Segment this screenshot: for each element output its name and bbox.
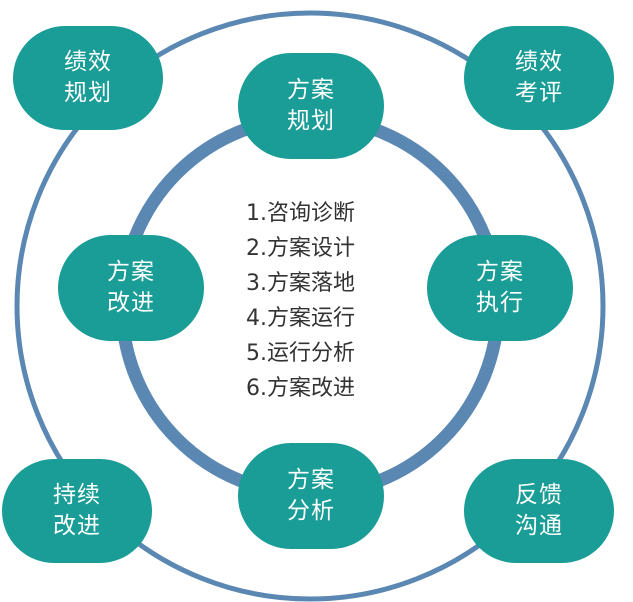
- node-top-right: 绩效 考评: [464, 26, 614, 130]
- node-inner-right-line2: 执行: [476, 290, 524, 316]
- node-inner-right: 方案 执行: [427, 235, 573, 341]
- node-inner-left-line2: 改进: [107, 290, 155, 316]
- node-inner-left-line1: 方案: [107, 259, 155, 285]
- node-top-left-line1: 绩效: [64, 49, 112, 75]
- step-item: 5.运行分析: [246, 341, 355, 366]
- node-bottom-right: 反馈 沟通: [464, 459, 614, 563]
- node-top-right-line2: 考评: [515, 80, 563, 106]
- node-inner-bottom-line1: 方案: [287, 467, 335, 493]
- node-inner-top-line1: 方案: [287, 77, 335, 103]
- step-item: 4.方案运行: [246, 306, 355, 331]
- step-item: 3.方案落地: [246, 271, 355, 296]
- node-top-right-line1: 绩效: [515, 49, 563, 75]
- node-inner-top: 方案 规划: [238, 53, 384, 159]
- node-inner-bottom: 方案 分析: [238, 443, 384, 549]
- node-top-left: 绩效 规划: [13, 26, 163, 130]
- node-bottom-right-line2: 沟通: [515, 513, 563, 539]
- node-inner-bottom-line2: 分析: [287, 498, 335, 524]
- step-item: 2.方案设计: [246, 236, 355, 261]
- node-top-left-line2: 规划: [64, 80, 112, 106]
- node-bottom-left-line1: 持续: [53, 482, 101, 508]
- node-bottom-right-line1: 反馈: [515, 482, 563, 508]
- node-inner-top-line2: 规划: [287, 108, 335, 134]
- step-item: 6.方案改进: [246, 376, 355, 401]
- center-step-list: 1.咨询诊断 2.方案设计 3.方案落地 4.方案运行 5.运行分析 6.方案改…: [246, 196, 396, 406]
- node-inner-left: 方案 改进: [58, 235, 204, 341]
- step-item: 1.咨询诊断: [246, 201, 355, 226]
- outer-ring: [14, 10, 606, 602]
- node-bottom-left-line2: 改进: [53, 513, 101, 539]
- node-inner-right-line1: 方案: [476, 259, 524, 285]
- node-bottom-left: 持续 改进: [2, 459, 152, 563]
